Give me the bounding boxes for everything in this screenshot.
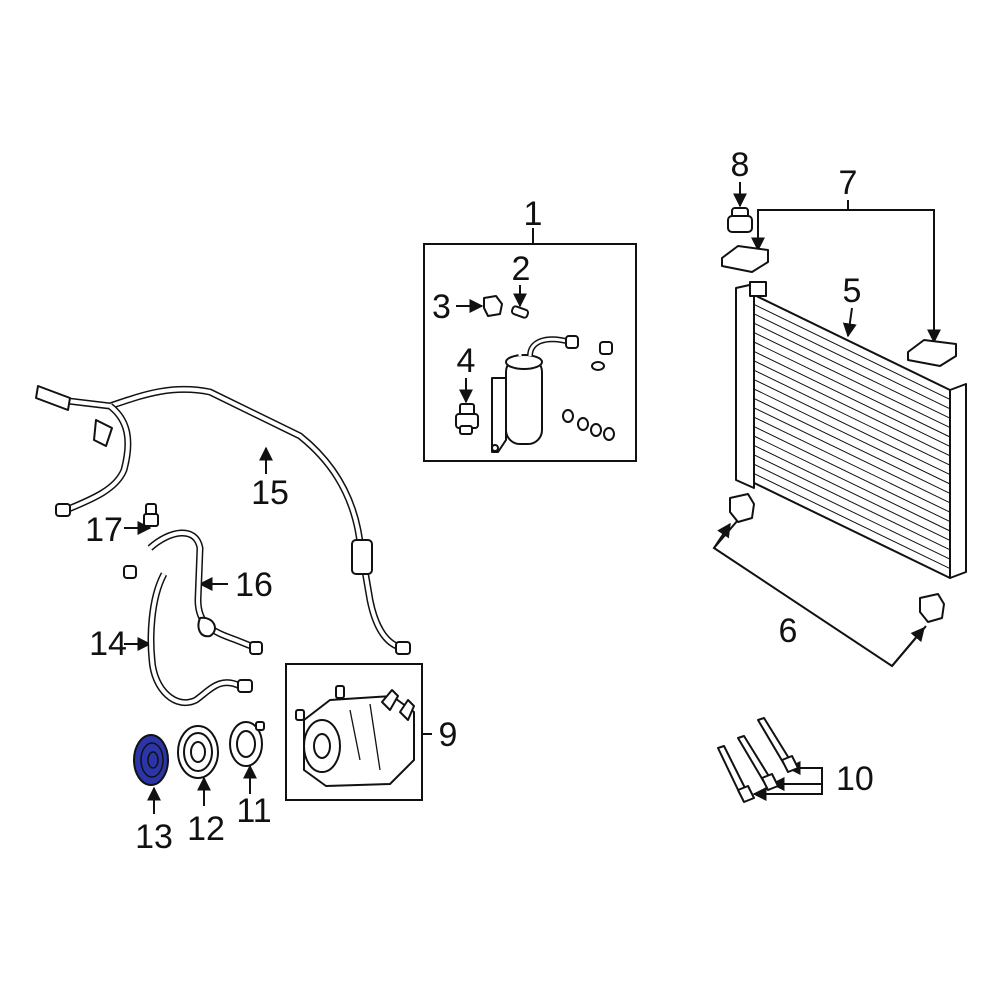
callout-7: 7	[839, 164, 858, 202]
part-14[interactable]: 14	[89, 572, 253, 707]
part-3[interactable]: 3	[432, 288, 503, 326]
part-15[interactable]: 15	[35, 385, 411, 655]
part-12[interactable]: 12	[177, 725, 225, 848]
condenser-fin	[753, 416, 951, 513]
condenser-fin	[753, 369, 951, 466]
callout-12: 12	[187, 810, 225, 848]
part-11[interactable]: 11	[229, 721, 272, 830]
condenser-fin	[753, 435, 951, 532]
condenser-fin	[753, 303, 951, 400]
condenser-fin	[753, 407, 951, 504]
part-2[interactable]: 2	[510, 250, 531, 319]
mount-bracket-lower	[919, 593, 945, 623]
callout-5: 5	[843, 272, 862, 310]
mount-bracket-upper	[729, 493, 755, 523]
condenser-fin	[753, 388, 951, 485]
condenser-fins	[753, 303, 951, 570]
callout-8: 8	[731, 146, 750, 184]
part-7[interactable]: 7	[721, 164, 957, 367]
bracket-upper-left	[721, 245, 769, 273]
callout-4: 4	[457, 342, 476, 380]
condenser-fin	[753, 397, 951, 494]
condenser-fin	[753, 426, 951, 523]
condenser-fin	[753, 350, 951, 447]
condenser-fin	[753, 341, 951, 438]
condenser-fin	[753, 332, 951, 429]
condenser-fin	[753, 322, 951, 419]
part-4[interactable]: 4	[455, 342, 479, 435]
part-16[interactable]: 16	[123, 529, 273, 655]
receiver-drier[interactable]	[491, 303, 613, 453]
callout-17: 17	[85, 511, 123, 549]
condenser-fin	[753, 473, 951, 570]
part-9-frame	[285, 663, 423, 801]
part-6[interactable]: 6	[712, 493, 945, 668]
condenser-fin	[753, 313, 951, 410]
part-10-bolts[interactable]: 10	[717, 717, 874, 803]
part-5-condenser[interactable]: 5	[735, 272, 967, 579]
condenser-fin	[753, 454, 951, 551]
callout-9: 9	[439, 716, 458, 754]
part-13-highlighted[interactable]: 13	[133, 734, 173, 856]
part-9-compressor[interactable]: 9	[285, 663, 458, 801]
condenser-fin	[753, 444, 951, 541]
callout-6: 6	[779, 612, 798, 650]
bolt	[757, 717, 799, 773]
bolt	[717, 745, 755, 803]
bracket-upper-right	[907, 339, 957, 367]
part-1-group[interactable]: 1	[423, 195, 637, 462]
callout-10: 10	[836, 760, 874, 798]
part-8[interactable]: 8	[727, 146, 753, 233]
bolt	[737, 735, 779, 791]
clutch-hub-center	[147, 751, 159, 769]
callout-15: 15	[251, 474, 289, 512]
clutch-hub-ring	[140, 742, 164, 778]
callout-16: 16	[235, 566, 273, 604]
condenser-fin	[753, 360, 951, 457]
o-ring-set[interactable]	[562, 409, 615, 441]
callout-3: 3	[432, 288, 451, 326]
callout-14: 14	[89, 625, 127, 663]
condenser-fin	[753, 379, 951, 476]
callout-11: 11	[236, 792, 271, 830]
callout-2: 2	[512, 250, 531, 288]
condenser-fin	[753, 463, 951, 560]
callout-1: 1	[524, 195, 543, 233]
part-17[interactable]: 17	[85, 503, 159, 549]
part-1-frame	[423, 243, 637, 462]
callout-13: 13	[135, 818, 173, 856]
